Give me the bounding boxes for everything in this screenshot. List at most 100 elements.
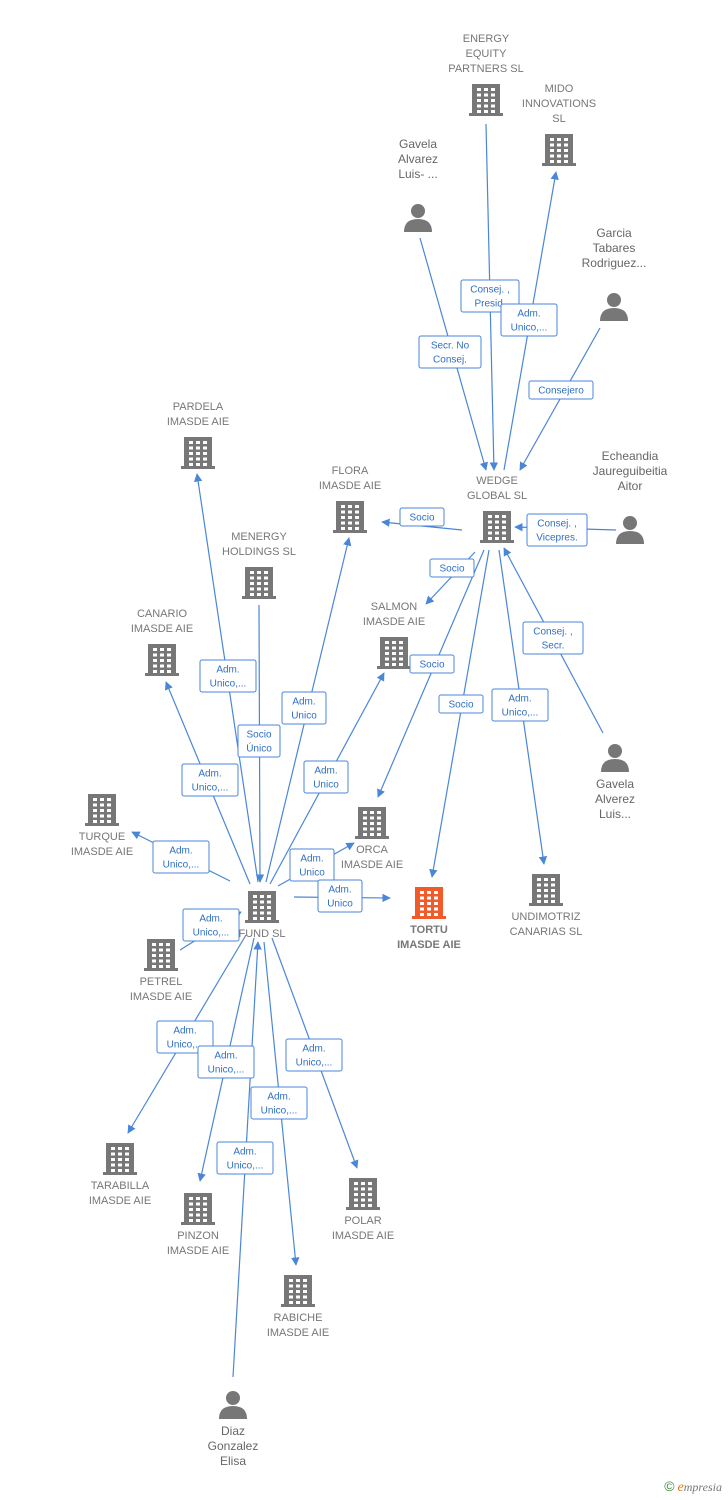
edge-label-petrel-fund[interactable]: Adm.Unico,...: [182, 908, 240, 942]
edge-label-fund-canario[interactable]: Adm.Unico,...: [181, 763, 239, 797]
edge-label-box: [182, 908, 240, 942]
edge-label-box: [216, 1141, 274, 1175]
edge-label-wedge-flora[interactable]: Socio: [399, 507, 445, 527]
node-label: INNOVATIONS: [522, 98, 596, 110]
building-icon: [181, 437, 215, 469]
edge-label-wedge-undimotriz[interactable]: Adm.Unico,...: [491, 688, 549, 722]
node-label: IMASDE AIE: [397, 939, 461, 951]
edge-label-diaz-fund[interactable]: Adm.Unico,...: [216, 1141, 274, 1175]
node-label: IMASDE AIE: [332, 1230, 394, 1242]
node-fund[interactable]: FUND SL: [238, 891, 286, 940]
building-icon: [412, 887, 446, 919]
person-icon: [601, 744, 629, 772]
building-icon: [103, 1143, 137, 1175]
building-icon: [181, 1193, 215, 1225]
edge-label-text: Adm.: [292, 697, 315, 708]
edge-label-fund-orca[interactable]: Adm.Unico: [289, 848, 335, 882]
node-label: CANARIO: [137, 608, 188, 620]
edge-label-box: [156, 1020, 214, 1054]
edge-label-fund-pardela[interactable]: Adm.Unico,...: [199, 659, 257, 693]
edge-label-echeandia-wedge[interactable]: Consej. ,Vicepres.: [526, 513, 588, 547]
edge-label-text: Adm.: [199, 914, 222, 925]
edge-label-box: [197, 1045, 255, 1079]
node-gavela2[interactable]: GavelaAlverezLuis...: [595, 744, 635, 821]
edge-label-wedge-tortu[interactable]: Socio: [438, 694, 484, 714]
edge-label-wedge-mido[interactable]: Adm.Unico,...: [500, 303, 558, 337]
edge-label-fund-turque[interactable]: Adm.Unico,...: [152, 840, 210, 874]
edge-label-box: [289, 848, 335, 882]
node-garcia[interactable]: GarciaTabaresRodriguez...: [582, 226, 647, 321]
node-canario[interactable]: CANARIO IMASDE AIE: [131, 608, 193, 676]
copyright-footer[interactable]: ©empresia: [664, 1478, 722, 1496]
edge-label-box: [285, 1038, 343, 1072]
node-label: ORCA: [356, 844, 388, 856]
node-label: WEDGE: [476, 475, 518, 487]
node-label: GLOBAL SL: [467, 490, 527, 502]
edge-label-fund-flora[interactable]: Adm.Unico: [281, 691, 327, 725]
building-icon: [480, 511, 514, 543]
edge-label-text: Consejero: [538, 386, 584, 397]
building-icon: [529, 874, 563, 906]
edge-label-wedge-salmon[interactable]: Socio: [429, 558, 475, 578]
edge-label-box: [237, 724, 281, 758]
edge-label-text: Unico,...: [511, 323, 548, 334]
building-icon: [355, 807, 389, 839]
node-label: POLAR: [344, 1215, 381, 1227]
node-label: IMASDE AIE: [131, 623, 193, 635]
edge-label-text: Adm.: [214, 1051, 237, 1062]
edge-label-box: [181, 763, 239, 797]
edge-label-gavela2-wedge[interactable]: Consej. ,Secr.: [522, 621, 584, 655]
edge-label-fund-tarabilla[interactable]: Adm.Unico,...: [156, 1020, 214, 1054]
edge-label-text: Unico,...: [296, 1058, 333, 1069]
edge-label-text: Unico,...: [208, 1065, 245, 1076]
edge-label-fund-rabiche[interactable]: Adm.Unico,...: [250, 1086, 308, 1120]
edge-label-fund-salmon[interactable]: Adm.Unico: [303, 760, 349, 794]
edge-label-box: [409, 654, 455, 674]
node-label: FUND SL: [238, 928, 285, 940]
node-label: Gonzalez: [208, 1439, 259, 1453]
building-icon: [145, 644, 179, 676]
edge-label-wedge-orca[interactable]: Socio: [409, 654, 455, 674]
node-label: Aitor: [618, 479, 643, 493]
edge-label-text: Adm.: [233, 1147, 256, 1158]
building-icon: [85, 794, 119, 826]
edge-label-fund-tortu[interactable]: Adm.Unico: [317, 879, 363, 913]
edge-label-text: Unico,...: [210, 679, 247, 690]
edge-label-fund-pinzon[interactable]: Adm. Unico,...: [197, 1045, 255, 1079]
node-label: SL: [552, 113, 565, 125]
node-label: IMASDE AIE: [89, 1195, 151, 1207]
edge-label-box: [438, 694, 484, 714]
edge-label-box: [152, 840, 210, 874]
node-gavela1[interactable]: GavelaAlvarezLuis- ...: [398, 137, 438, 232]
edge-label-fund-polar[interactable]: Adm.Unico,...: [285, 1038, 343, 1072]
edge-label-garcia-wedge[interactable]: Consejero: [528, 380, 594, 400]
node-polar[interactable]: POLAR IMASDE AIE: [332, 1178, 394, 1242]
node-label: PETREL: [140, 976, 183, 988]
edge-label-text: Único: [246, 742, 272, 755]
node-label: SALMON: [371, 601, 418, 613]
node-label: Luis- ...: [398, 167, 437, 181]
edge-label-text: Presid.: [474, 299, 505, 310]
node-wedge[interactable]: WEDGE GLOBAL SL: [467, 475, 527, 543]
edge-label-box: [199, 659, 257, 693]
node-label: Tabares: [593, 241, 636, 255]
edge-label-box: [250, 1086, 308, 1120]
